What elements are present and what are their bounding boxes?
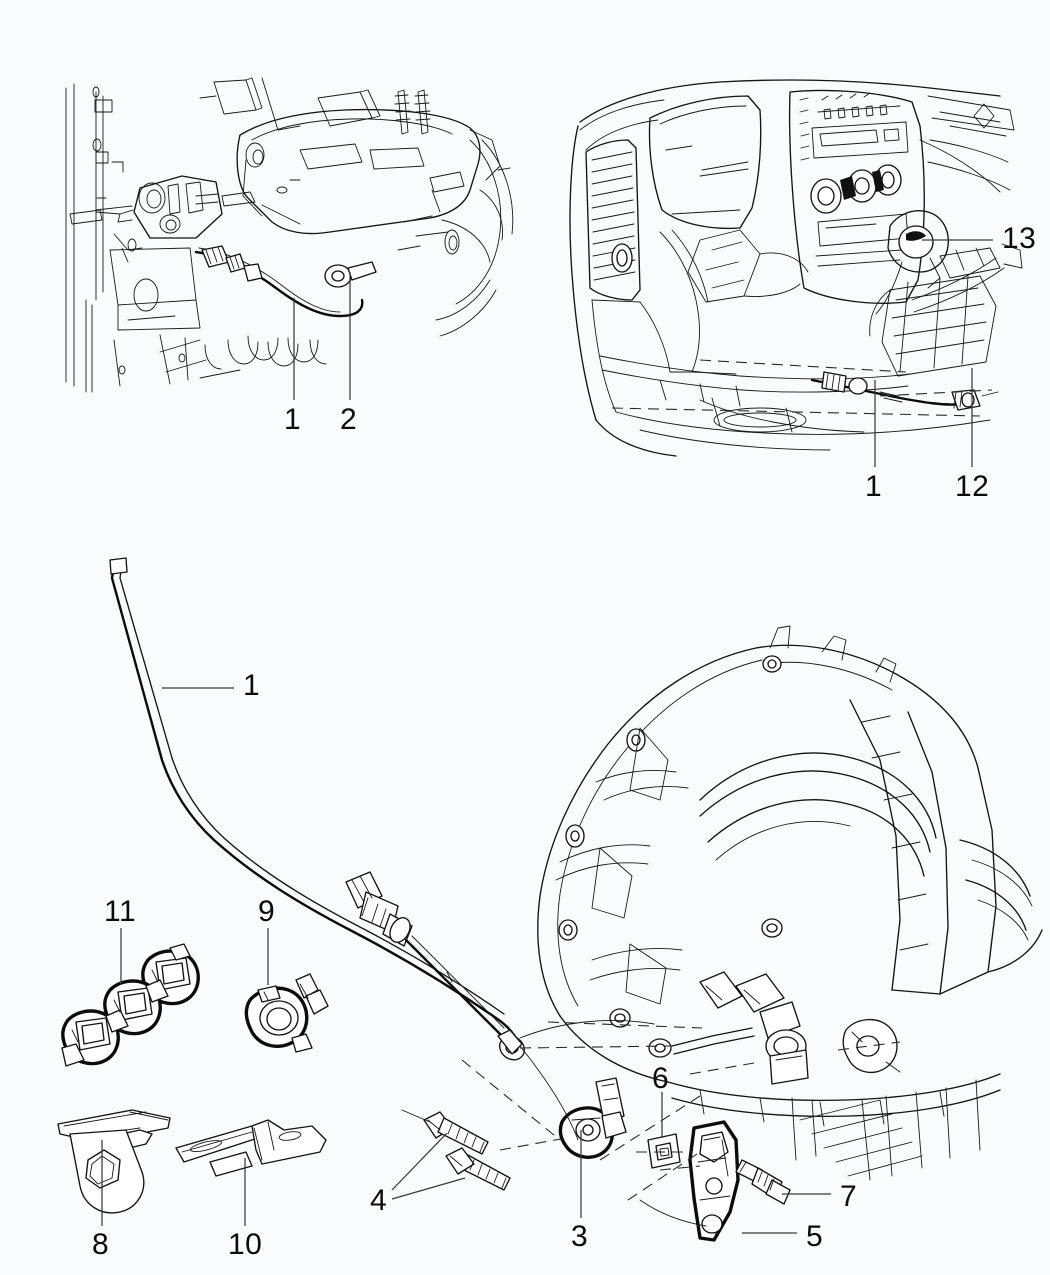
callout-label-4: 4 — [370, 1184, 388, 1217]
part-8-art — [57, 1109, 171, 1214]
callout-label-5: 5 — [806, 1220, 824, 1253]
part-4-art — [423, 1111, 511, 1191]
callout-label-1: 1 — [865, 470, 883, 503]
panel-upper-right-art — [569, 79, 1023, 457]
part-3-art — [558, 1077, 627, 1159]
part-9-art — [244, 973, 329, 1053]
panel-lower-art — [57, 557, 1043, 1242]
panel-upper-left-art — [65, 77, 514, 393]
callout-label-1: 1 — [243, 669, 261, 702]
callout-label-1: 1 — [284, 403, 302, 436]
callout-label-2: 2 — [340, 403, 358, 436]
callout-label-7: 7 — [840, 1180, 858, 1213]
callout-label-10: 10 — [228, 1228, 263, 1261]
callout-label-8: 8 — [92, 1228, 110, 1261]
callout-label-11: 11 — [104, 895, 137, 928]
part-11-art — [61, 943, 200, 1067]
part-6-art — [647, 1133, 681, 1169]
callout-label-13: 13 — [1002, 222, 1037, 255]
transmission-case-art — [537, 625, 1043, 1181]
callout-leaders — [101, 239, 993, 1234]
callout-label-3: 3 — [571, 1220, 589, 1253]
part-10-art — [175, 1119, 327, 1177]
callout-label-6: 6 — [652, 1062, 670, 1095]
leader-line-4-1 — [391, 1132, 448, 1191]
part-5-art — [688, 1120, 740, 1242]
callout-label-12: 12 — [955, 470, 990, 503]
callout-label-9: 9 — [258, 895, 276, 928]
part-7-art — [735, 1159, 791, 1205]
leader-line-4-2 — [391, 1177, 466, 1200]
